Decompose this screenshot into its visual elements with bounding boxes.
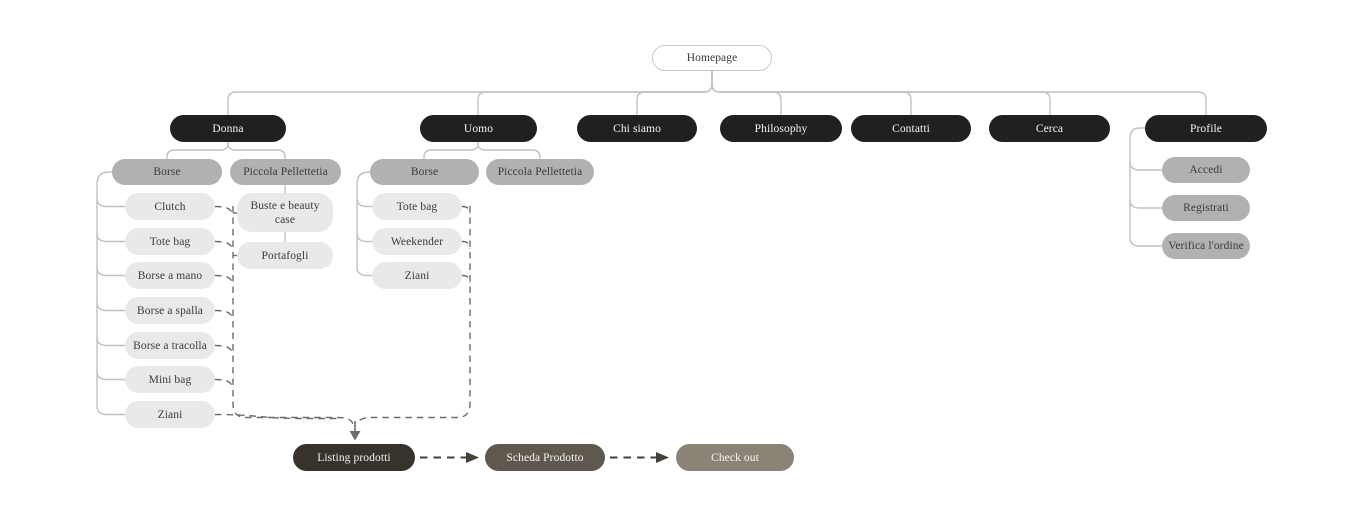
node-uomo-borse: Borse <box>370 159 479 185</box>
node-donna-borse-a-spalla: Borse a spalla <box>125 297 215 324</box>
node-listing-prodotti: Listing prodotti <box>293 444 415 471</box>
node-donna-borse-a-tracolla: Borse a tracolla <box>125 332 215 359</box>
node-uomo-tote-bag: Tote bag <box>372 193 462 220</box>
node-donna-clutch: Clutch <box>125 193 215 220</box>
node-donna-mini-bag: Mini bag <box>125 366 215 393</box>
node-donna-borse: Borse <box>112 159 222 185</box>
tree-connectors-categories <box>166 141 541 160</box>
node-donna: Donna <box>170 115 286 142</box>
node-donna-tote-bag: Tote bag <box>125 228 215 255</box>
node-philosophy: Philosophy <box>720 115 842 142</box>
node-donna-ziani: Ziani <box>125 401 215 428</box>
node-homepage: Homepage <box>652 45 772 71</box>
node-donna-piccola-pellettetia: Piccola Pellettetia <box>230 159 341 185</box>
node-scheda-prodotto: Scheda Prodotto <box>485 444 605 471</box>
node-donna-borse-a-mano: Borse a mano <box>125 262 215 289</box>
node-check-out: Check out <box>676 444 794 471</box>
tree-connectors-uomo-borse <box>356 171 373 277</box>
tree-connectors-profile <box>1129 127 1163 247</box>
node-portafogli: Portafogli <box>237 242 333 269</box>
node-uomo: Uomo <box>420 115 537 142</box>
node-registrati: Registrati <box>1162 195 1250 221</box>
node-verifica-ordine: Verifica l'ordine <box>1162 233 1250 259</box>
node-uomo-ziani: Ziani <box>372 262 462 289</box>
flow-arrows <box>420 452 669 463</box>
node-contatti: Contatti <box>851 115 971 142</box>
tree-connectors-top <box>227 70 1207 116</box>
node-profile: Profile <box>1145 115 1267 142</box>
down-arrow <box>349 421 361 441</box>
node-uomo-weekender: Weekender <box>372 228 462 255</box>
node-chi-siamo: Chi siamo <box>577 115 697 142</box>
tree-connectors-donna-borse <box>96 171 126 416</box>
node-uomo-piccola-pellettetia: Piccola Pellettetia <box>486 159 594 185</box>
node-cerca: Cerca <box>989 115 1110 142</box>
node-accedi: Accedi <box>1162 157 1250 183</box>
dashed-connectors <box>214 205 471 425</box>
node-buste-e-beauty-case: Buste e beauty case <box>237 193 333 232</box>
